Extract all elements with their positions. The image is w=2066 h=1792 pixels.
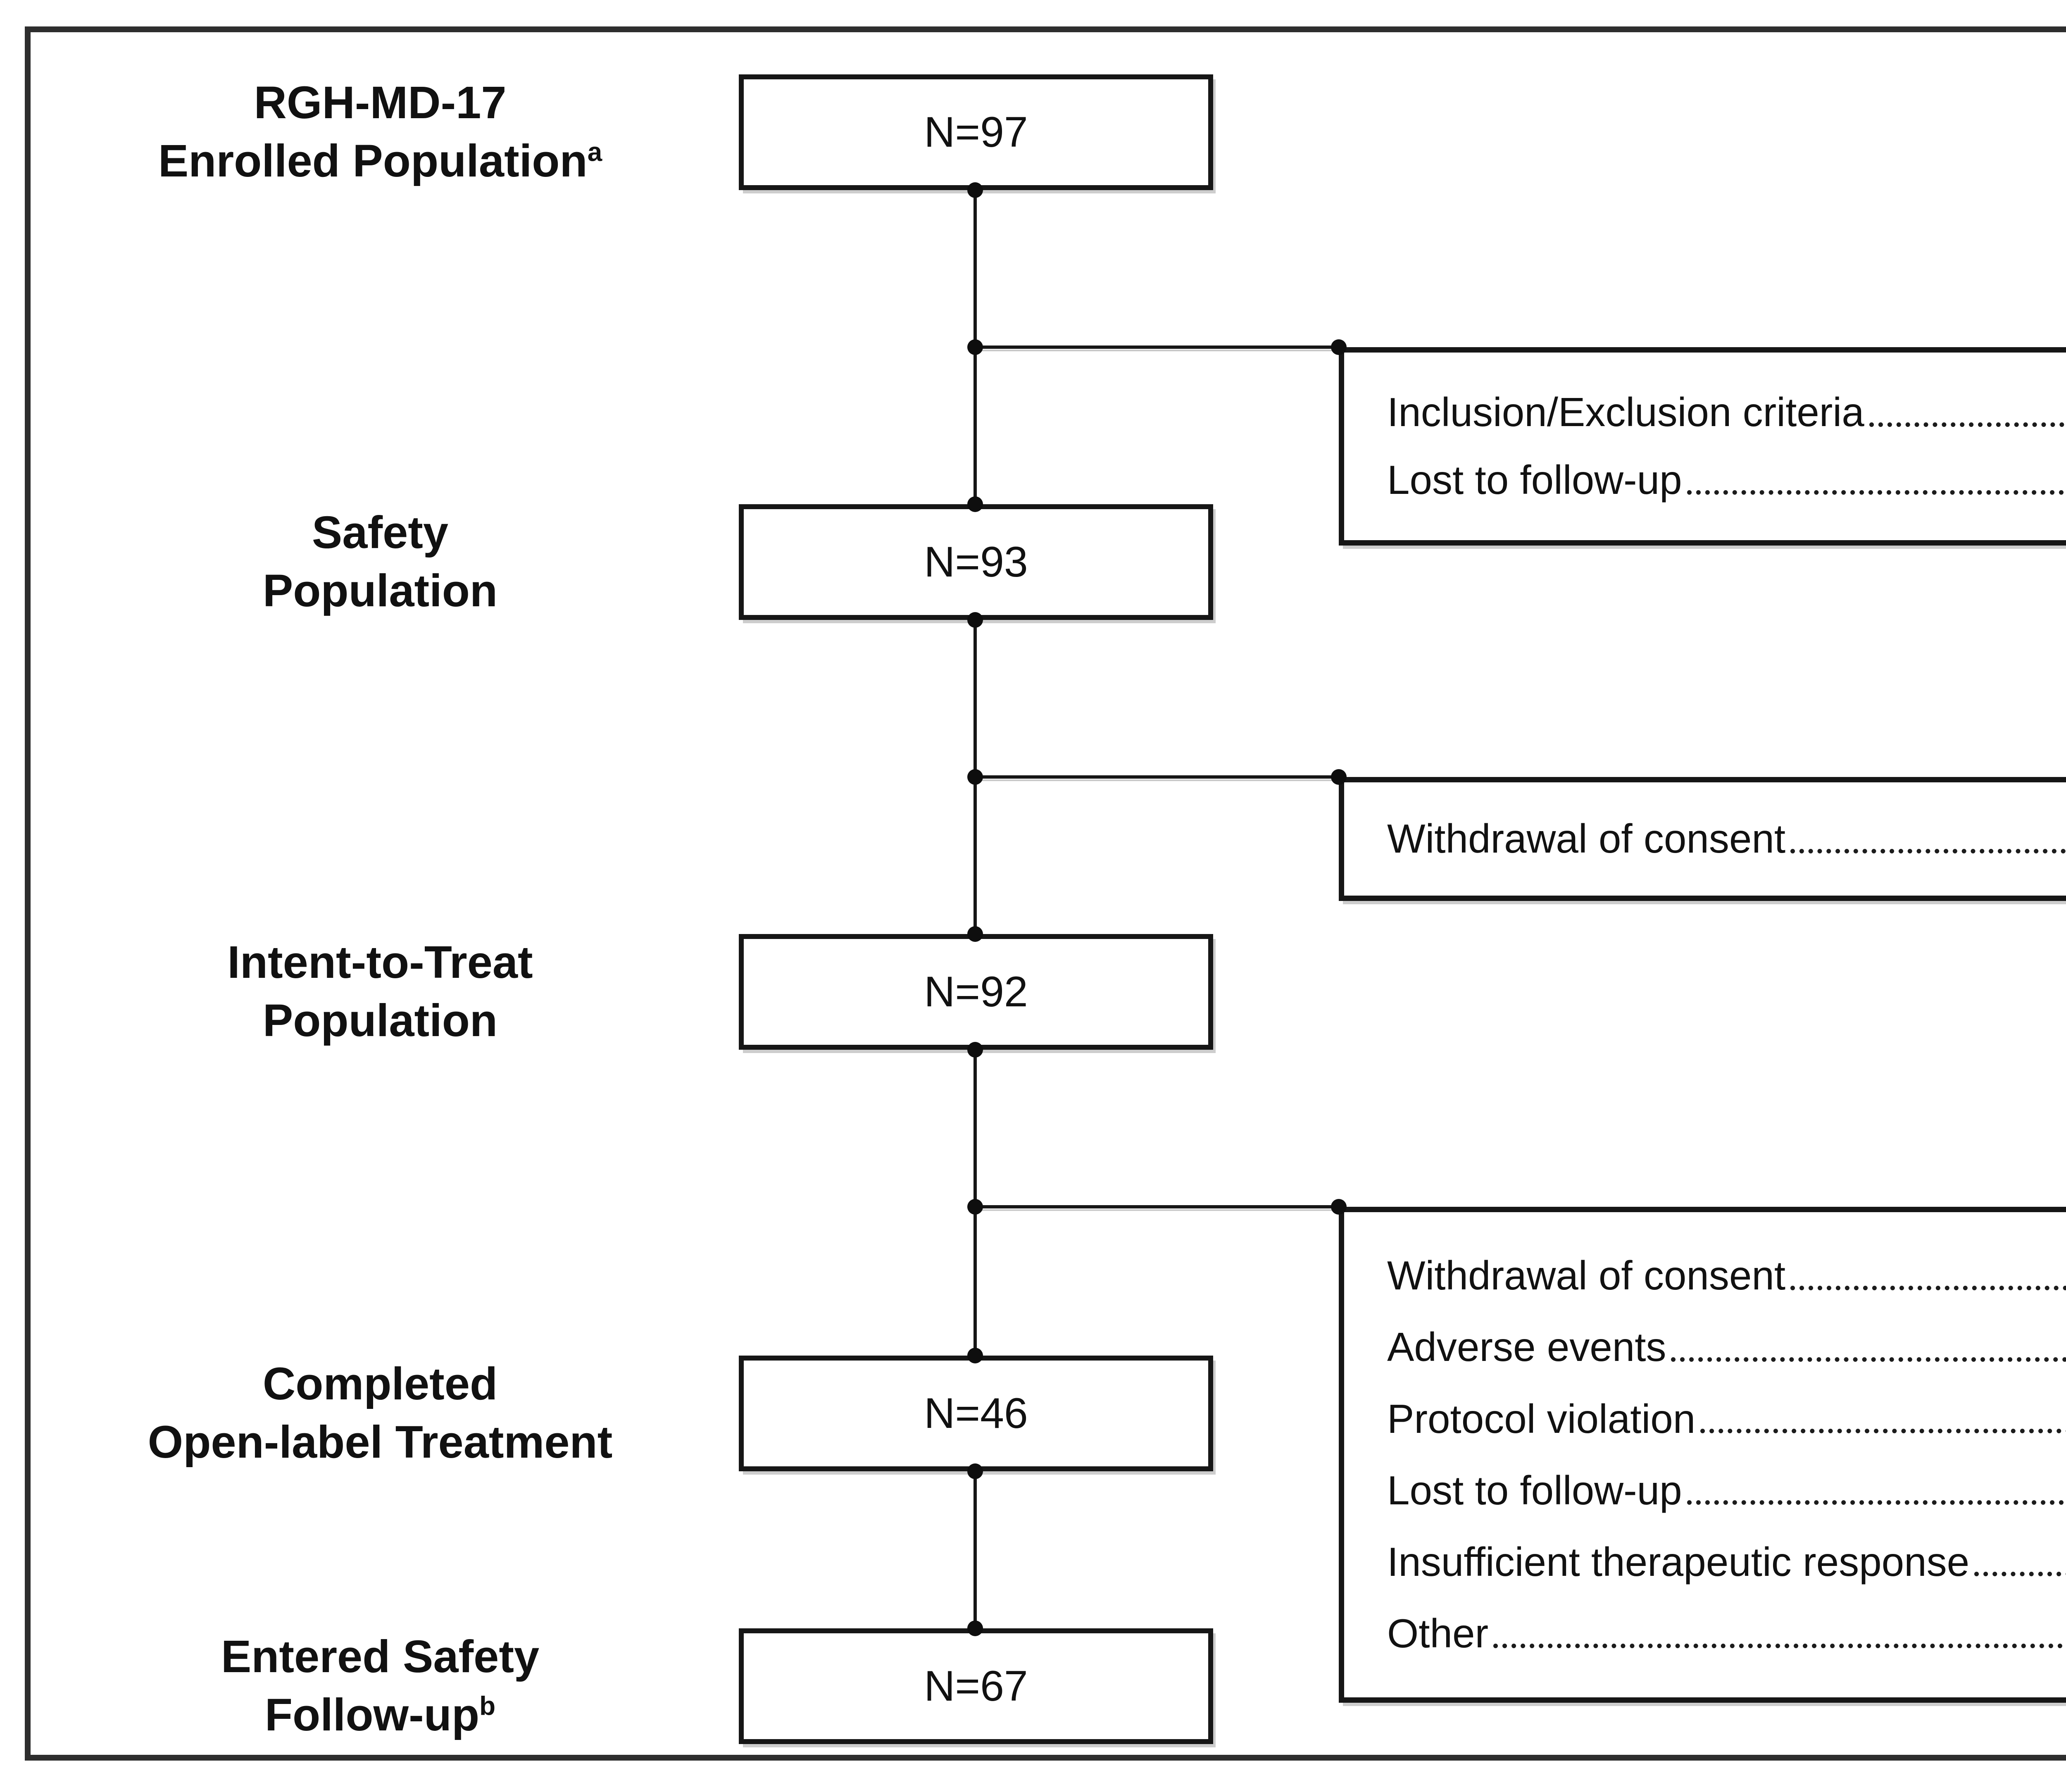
junction-dot [1331,339,1347,355]
junction-dot [967,1199,983,1215]
junction-dot [967,339,983,355]
leader-dots [1869,422,2066,427]
label-line: Follow-upb [264,1690,496,1740]
safety-box: N=93 [739,504,1213,620]
label-line: Population [262,565,498,616]
itt-n: N=92 [924,967,1028,1016]
branch-line-3 [975,1205,1339,1208]
exclusion-reasons-box-1: Inclusion/Exclusion criteria n=3 Lost to… [1339,347,2066,546]
branch-line-2 [975,775,1339,779]
junction-dot [967,1620,983,1636]
junction-dot [1331,769,1347,785]
junction-dot [967,1348,983,1363]
completed-n: N=46 [924,1389,1028,1437]
label-line: Intent-to-Treat [227,937,533,988]
row-label: Adverse events [1387,1324,1666,1370]
row-label: Lost to follow-up [1387,457,1682,503]
footnote-marker-b: b [479,1691,496,1721]
list-item: Other n=2 [1387,1611,2066,1656]
list-item: Adverse events n=10 [1387,1325,2066,1370]
junction-dot [967,769,983,785]
row-label: Withdrawal of consent [1387,816,1786,862]
row-label: Lost to follow-up [1387,1467,1682,1513]
list-item: Withdrawal of consent n=1 [1387,816,2066,862]
safety-followup-label: Entered Safety Follow-upb [33,1624,727,1748]
row-label: Other [1387,1610,1489,1656]
leader-dots [1790,1286,2066,1291]
exclusion-reasons-box-3: Withdrawal of consent n=15 Adverse event… [1339,1207,2066,1703]
junction-dot [967,1042,983,1058]
safety-followup-box: N=67 [739,1628,1213,1744]
junction-dot [967,1463,983,1479]
safety-label: Safety Population [33,500,727,624]
label-line: RGH-MD-17 [254,77,507,129]
label-line: Enrolled Populationa [158,136,602,186]
label-line: Open-label Treatment [148,1417,613,1468]
row-label: Withdrawal of consent [1387,1253,1786,1299]
itt-box: N=92 [739,934,1213,1050]
row-label: Insufficient therapeutic response [1387,1539,1970,1585]
list-item: Lost to follow-up n=7 [1387,1468,2066,1513]
list-item: Insufficient therapeutic response n=3 [1387,1539,2066,1585]
list-item: Lost to follow-up n=1 [1387,457,2066,503]
completed-label: Completed Open-label Treatment [33,1351,727,1475]
safety-n: N=93 [924,538,1028,586]
exclusion-reasons-box-2: Withdrawal of consent n=1 [1339,777,2066,901]
leader-dots [1493,1643,2066,1648]
list-item: Protocol violation n=9 [1387,1396,2066,1442]
junction-dot [967,182,983,198]
enrolled-n: N=97 [924,108,1028,156]
enrolled-box: N=97 [739,74,1213,190]
leader-dots [1700,1429,2066,1434]
leader-dots [1687,1500,2066,1505]
junction-dot [967,496,983,512]
list-item: Withdrawal of consent n=15 [1387,1253,2066,1299]
branch-line-1 [975,346,1339,349]
label-line: Population [262,995,498,1046]
junction-dot [967,926,983,942]
safety-followup-n: N=67 [924,1662,1028,1710]
itt-label: Intent-to-Treat Population [33,930,727,1054]
junction-dot [1331,1199,1347,1215]
row-label: Protocol violation [1387,1396,1696,1442]
junction-dot [967,612,983,628]
leader-dots [1671,1357,2066,1362]
list-item: Inclusion/Exclusion criteria n=3 [1387,389,2066,435]
label-line: Entered Safety [221,1631,540,1682]
label-line: Completed [262,1358,498,1410]
enrolled-label: RGH-MD-17 Enrolled Populationa [33,70,727,194]
label-line: Safety [312,507,449,558]
completed-box: N=46 [739,1356,1213,1471]
row-label: Inclusion/Exclusion criteria [1387,389,1864,435]
leader-dots [1974,1572,2066,1577]
main-flow-line [973,190,977,1628]
footnote-marker-a: a [587,137,602,167]
leader-dots [1790,848,2066,853]
leader-dots [1687,490,2066,495]
